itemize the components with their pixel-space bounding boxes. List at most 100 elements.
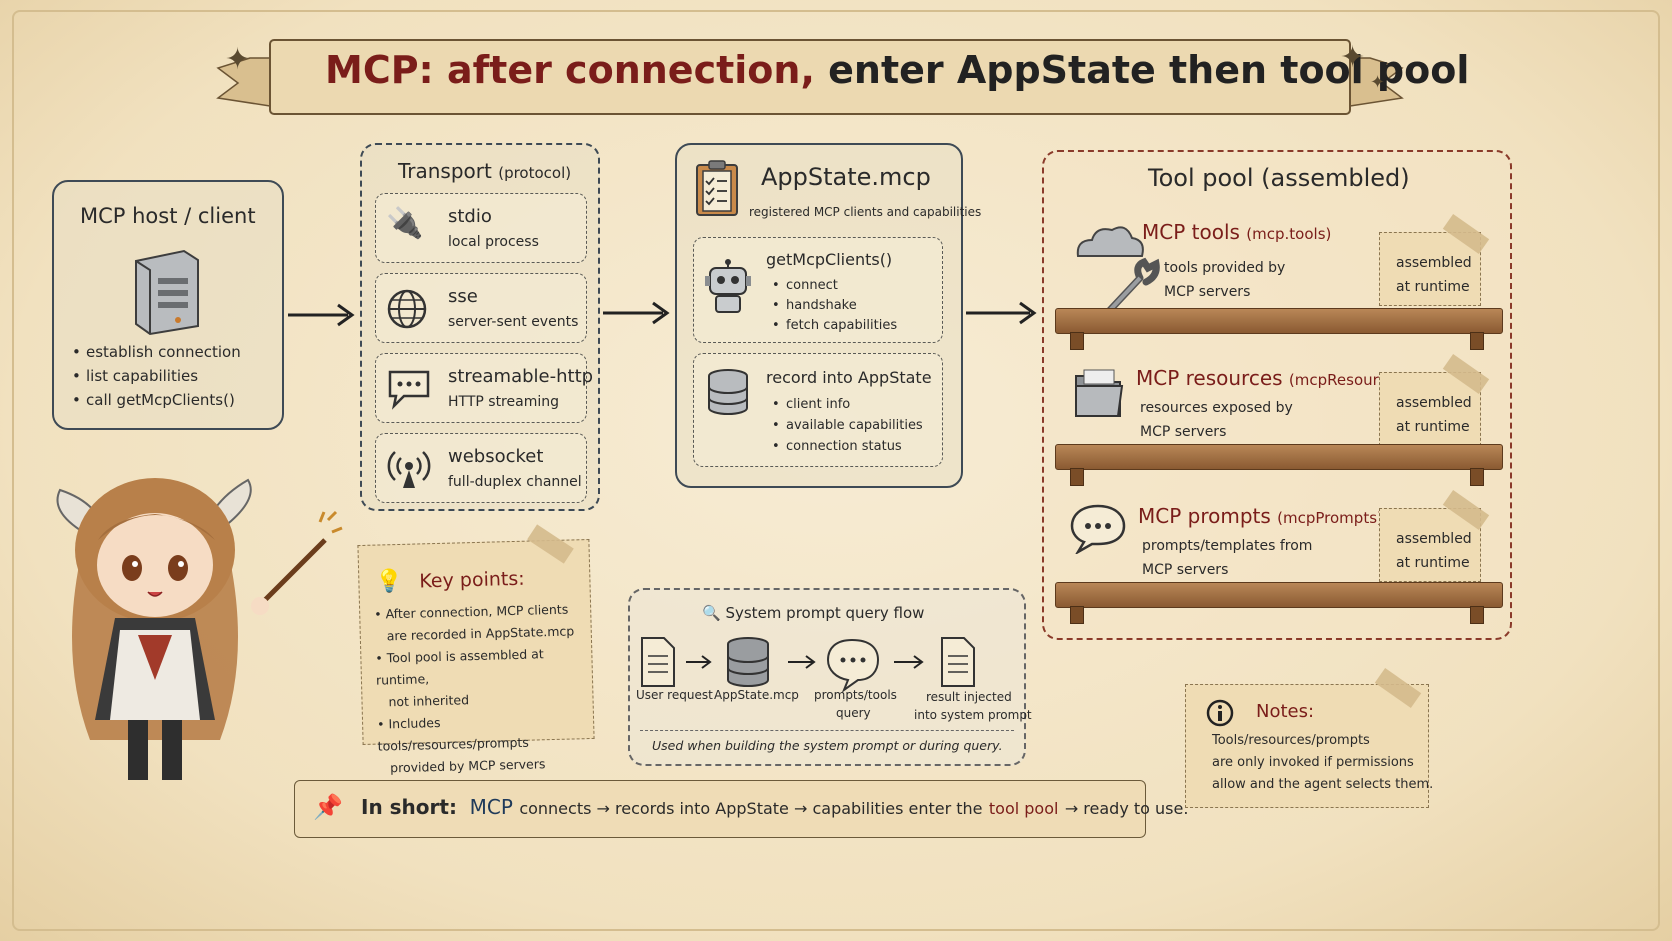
globe-icon: [387, 289, 427, 329]
summary-p2: → ready to use.: [1064, 799, 1189, 818]
runtime-tag: assembled at runtime: [1379, 490, 1490, 582]
shelf-desc: tools provided by: [1164, 260, 1286, 276]
flow-step-label: prompts/tools: [814, 688, 897, 702]
flow-diagram: [641, 637, 975, 693]
flow-title: 🔍 System prompt query flow: [702, 604, 924, 622]
transport-title: Transport (protocol): [398, 159, 571, 183]
keypoint-line: After connection, MCP clients: [385, 601, 569, 622]
record-bullet: client info: [770, 394, 923, 415]
shelf-desc: MCP servers: [1164, 284, 1251, 300]
keypoints-title: Key points:: [419, 567, 525, 593]
database-icon: [708, 369, 748, 415]
record-bullet: connection status: [770, 436, 923, 457]
wood-shelf: [1055, 582, 1503, 608]
runtime-tag-line: assembled: [1396, 531, 1472, 547]
shelf-desc: resources exposed by: [1140, 400, 1293, 416]
sparkle-icon: ✦: [1370, 72, 1386, 93]
transport-name: websocket: [448, 446, 544, 467]
shelf-code: (mcp.tools): [1246, 225, 1332, 243]
keypoint-line: Tool pool is assembled at runtime,: [375, 646, 544, 688]
notes-line: are only invoked if permissions: [1212, 755, 1414, 770]
getmcpclients-title: getMcpClients(): [766, 250, 893, 269]
shelf-title: MCP resources (mcpResources): [1136, 366, 1410, 390]
flow-step-label: into system prompt: [914, 708, 1032, 722]
transport-subtitle: (protocol): [498, 164, 572, 182]
antenna-icon: [387, 451, 431, 488]
lightbulb-icon: 💡: [375, 568, 404, 595]
getmcpclients-bullet: handshake: [770, 296, 897, 316]
runtime-tag: assembled at runtime: [1379, 354, 1490, 446]
magnifier-icon: 🔍: [702, 604, 721, 622]
flow-step-label: query: [836, 706, 871, 720]
shelf-code: (mcpPrompts): [1277, 509, 1383, 527]
runtime-tag-line: at runtime: [1396, 555, 1470, 571]
page-frame: [12, 10, 1660, 931]
flow-panel: 🔍 System prompt query flow: [628, 588, 1032, 766]
transport-item-streamable-http: streamable-http HTTP streaming: [375, 353, 593, 423]
title-part2: enter AppState then tool pool: [828, 48, 1470, 92]
summary-p1: connects → records into AppState → capab…: [519, 799, 983, 818]
transport-desc: local process: [448, 234, 539, 250]
arrow-icon: [288, 303, 355, 327]
transport-title-main: Transport: [398, 159, 492, 183]
shelf-desc: MCP servers: [1142, 562, 1229, 578]
notes-card: Notes: Tools/resources/prompts are only …: [1185, 668, 1433, 808]
flow-footer: Used when building the system prompt or …: [652, 738, 1003, 753]
getmcpclients-bullet: connect: [770, 276, 897, 296]
transport-name: stdio: [448, 206, 492, 227]
shelf-title: MCP prompts (mcpPrompts): [1138, 504, 1383, 528]
shelf-bracket: [1470, 332, 1484, 350]
summary-pool: tool pool: [988, 799, 1059, 818]
record-box: record into AppState client info availab…: [693, 353, 943, 467]
shelf-bracket: [1070, 332, 1084, 350]
arrow-icon: [966, 301, 1037, 325]
flow-divider: [640, 730, 1014, 731]
keypoint-line: Includes tools/resources/prompts: [377, 714, 529, 754]
sparkle-icon: ✦: [1340, 40, 1366, 75]
host-bullets: establish connection list capabilities c…: [70, 340, 241, 412]
notes-line: Tools/resources/prompts: [1212, 733, 1370, 748]
appstate-subtitle: registered MCP clients and capabilities: [749, 205, 982, 219]
shelf-title-main: MCP prompts: [1138, 504, 1271, 528]
server-icon: [135, 249, 199, 336]
keypoint: • After connection, MCP clients are reco…: [374, 601, 575, 644]
transport-panel: Transport (protocol) 🔌 stdio local proce…: [360, 143, 600, 511]
chat-bubble-icon: [388, 370, 430, 410]
title-banner: [216, 39, 1404, 115]
notes-line: allow and the agent selects them.: [1212, 777, 1434, 792]
shelf-desc: prompts/templates from: [1142, 538, 1313, 554]
host-bullet: list capabilities: [70, 364, 241, 388]
summary-bar: 📌 In short: MCP connects → records into …: [294, 780, 1188, 838]
runtime-tag-line: assembled: [1396, 395, 1472, 411]
page-title: MCP: after connection, enter AppState th…: [325, 48, 1469, 92]
tape-icon: [1442, 354, 1490, 394]
keypoint-line: provided by MCP servers: [389, 756, 546, 776]
toolpool-title: Tool pool (assembled): [1148, 164, 1410, 192]
speech-bubble-icon: [1070, 504, 1126, 554]
keypoint-line: are recorded in AppState.mcp: [386, 623, 575, 644]
host-bullet: establish connection: [70, 340, 241, 364]
keypoints-note: 💡 Key points: • After connection, MCP cl…: [357, 524, 595, 775]
shelf-desc: MCP servers: [1140, 424, 1227, 440]
keypoint: • Tool pool is assembled at runtime, not…: [375, 646, 544, 710]
appstate-title: AppState.mcp: [761, 163, 931, 191]
summary-text: In short: MCP connects → records into Ap…: [361, 795, 1188, 819]
record-title: record into AppState: [766, 368, 932, 387]
transport-desc: full-duplex channel: [448, 474, 582, 490]
keypoints-list: • After connection, MCP clients are reco…: [374, 598, 595, 780]
tape-icon: [1442, 490, 1490, 530]
flow-step-label: User request: [636, 688, 713, 702]
shelf-bracket: [1470, 468, 1484, 486]
keypoint: • Includes tools/resources/prompts provi…: [376, 714, 546, 776]
database-icon: [727, 637, 769, 687]
sparkle-icon: ✦: [225, 42, 251, 77]
clipboard-icon: [696, 160, 738, 216]
document-icon: [941, 637, 975, 687]
shelf-title-main: MCP tools: [1142, 220, 1240, 244]
transport-item-sse: sse server-sent events: [375, 273, 587, 343]
host-panel: MCP host / client establish connection l…: [52, 180, 284, 430]
cloud-wrench-icon: [1076, 226, 1160, 314]
getmcpclients-bullets: connect handshake fetch capabilities: [770, 276, 897, 336]
getmcpclients-box: getMcpClients() connect handshake fetch …: [693, 237, 943, 343]
